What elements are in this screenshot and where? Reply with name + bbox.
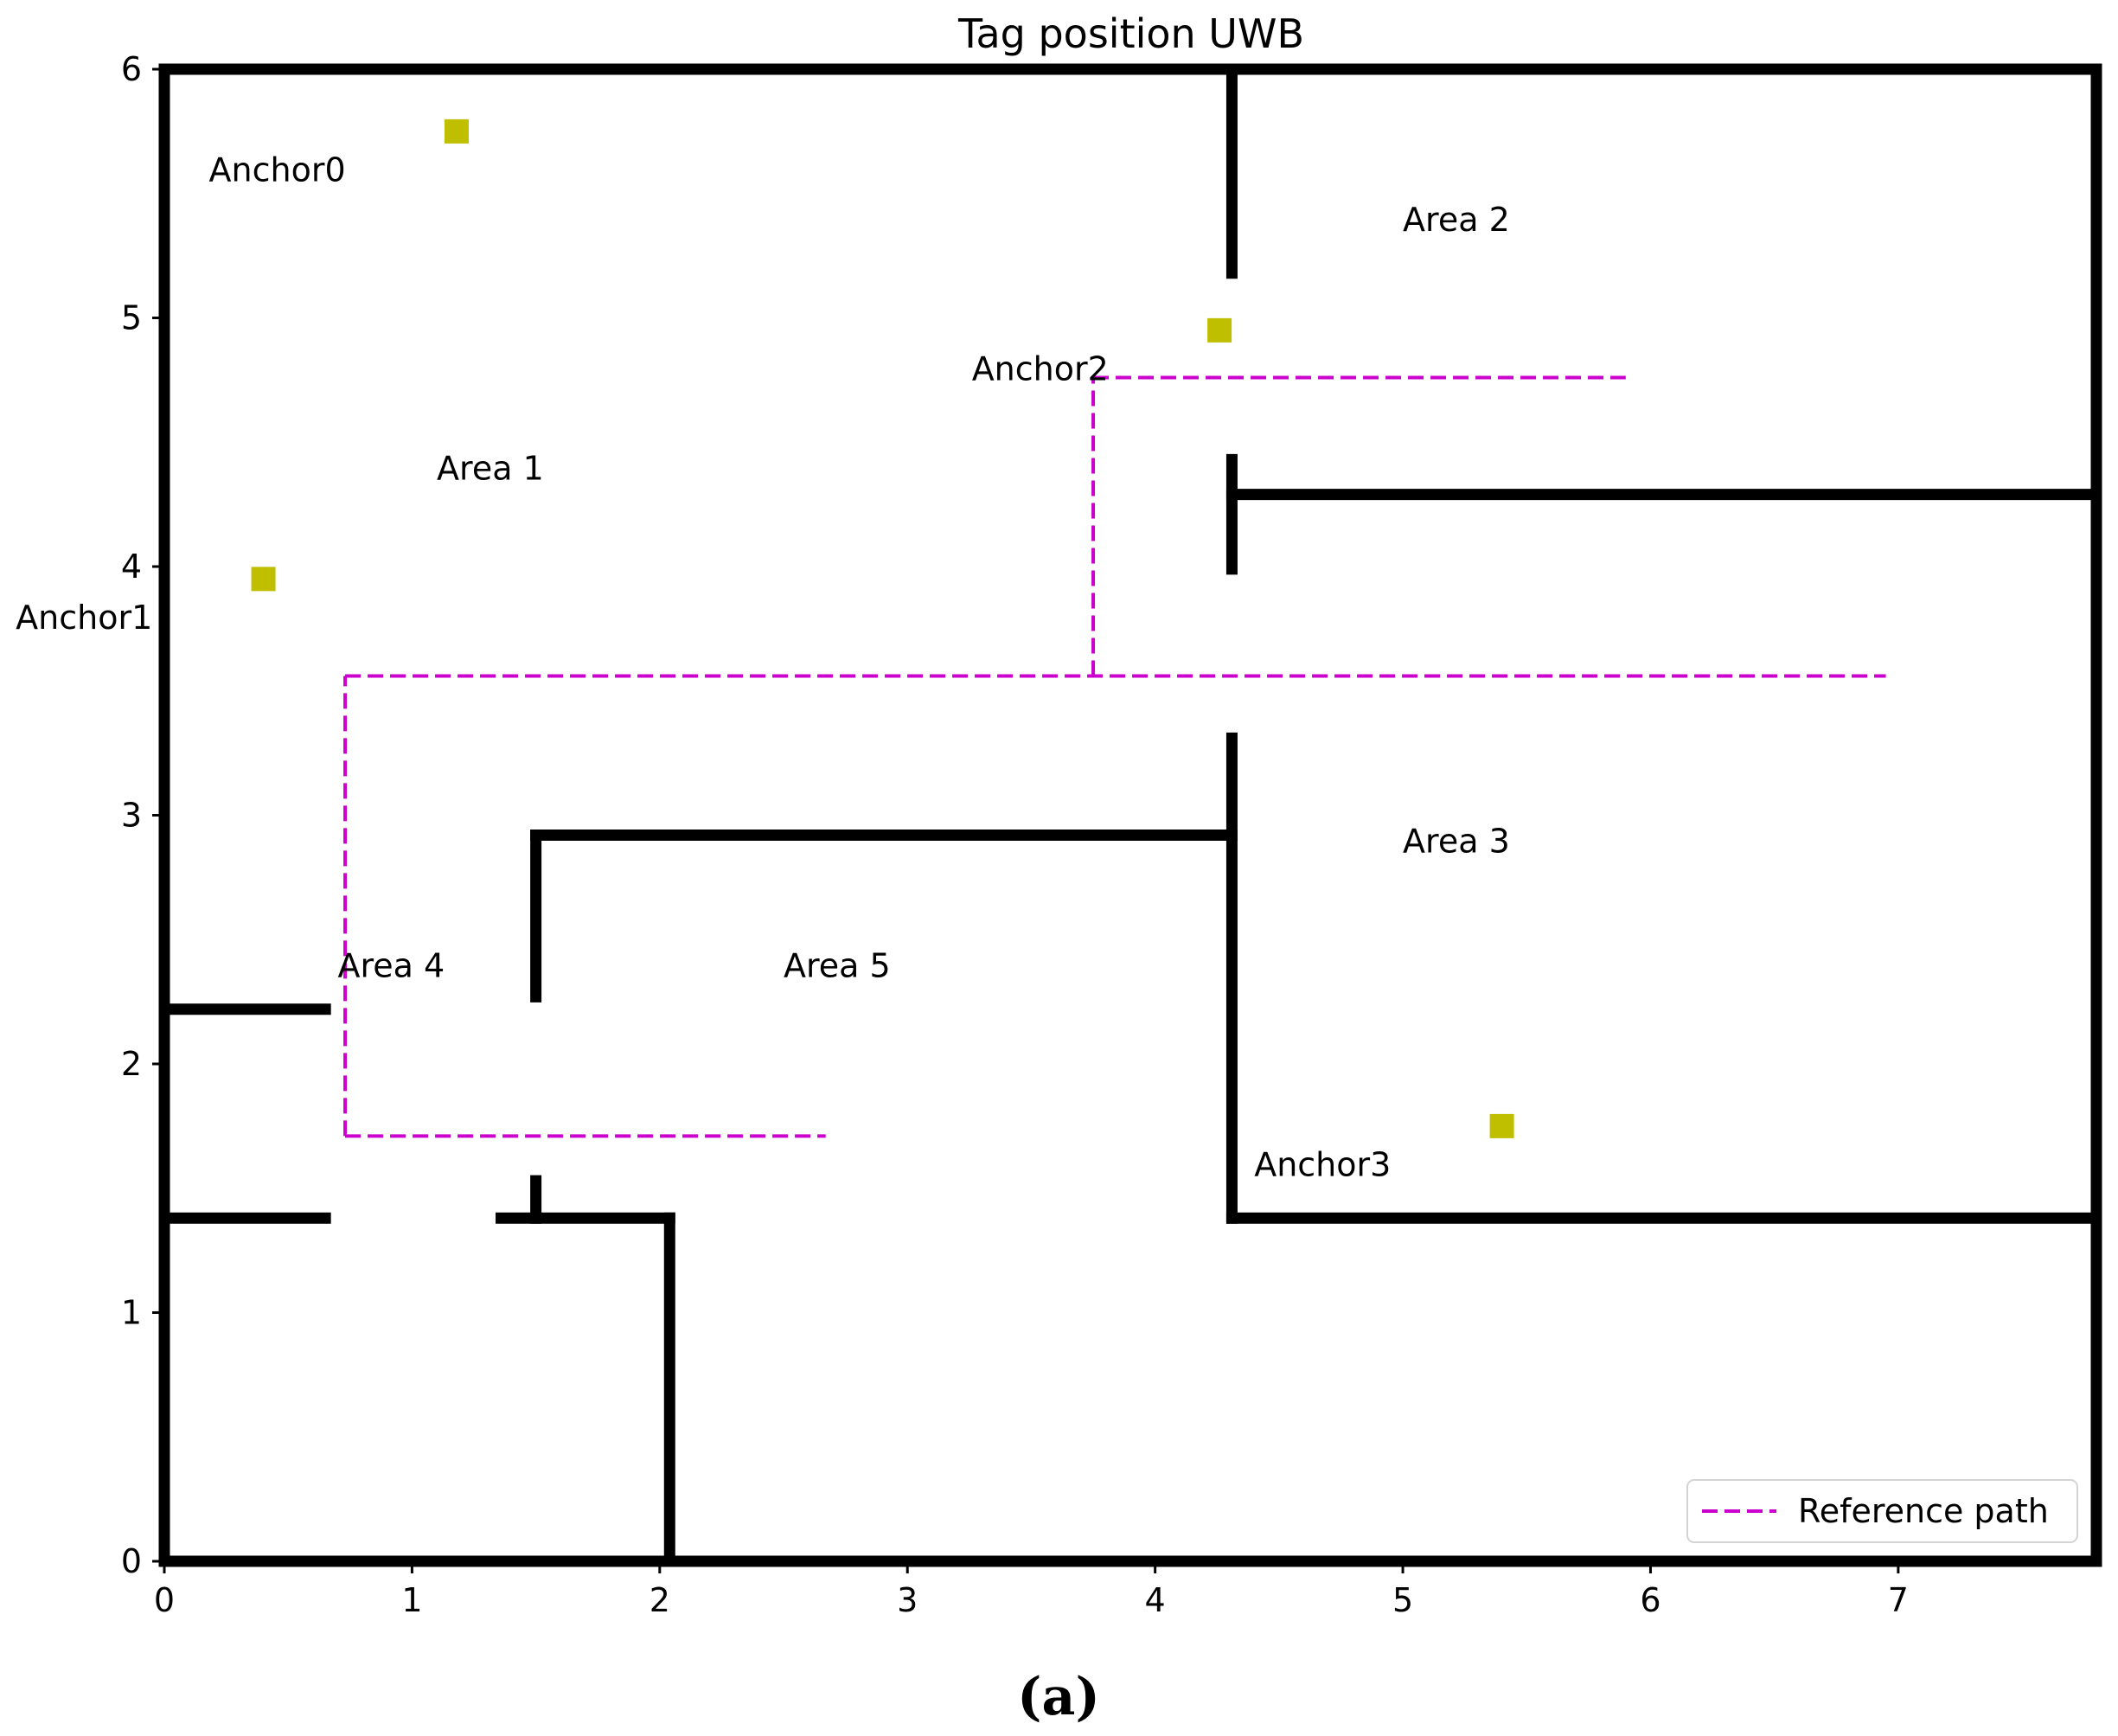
y-tick-label: 3 bbox=[121, 797, 142, 835]
anchor-label: Anchor0 bbox=[209, 151, 346, 189]
reference-path-layer bbox=[343, 375, 1886, 1138]
area-label: Area 5 bbox=[784, 946, 891, 984]
anchor-marker bbox=[1207, 317, 1232, 343]
anchor-label: Anchor2 bbox=[972, 349, 1109, 388]
y-tick-label: 5 bbox=[121, 299, 142, 337]
anchor-label: Anchor1 bbox=[16, 599, 152, 637]
area-label: Area 4 bbox=[337, 946, 445, 984]
x-tick-label: 2 bbox=[649, 1581, 670, 1619]
area-label: Area 2 bbox=[1403, 201, 1510, 239]
y-tick-label: 6 bbox=[121, 50, 142, 88]
legend-label-reference-path: Reference path bbox=[1798, 1492, 2049, 1530]
legend: Reference path bbox=[1686, 1479, 2078, 1543]
x-tick-label: 5 bbox=[1392, 1581, 1413, 1619]
y-tick-label: 2 bbox=[121, 1045, 142, 1083]
area-label: Area 3 bbox=[1403, 823, 1510, 861]
figure-caption: (a) bbox=[1017, 1667, 1100, 1727]
x-tick-label: 4 bbox=[1145, 1581, 1166, 1619]
x-tick-label: 1 bbox=[401, 1581, 422, 1619]
x-tick-label: 7 bbox=[1888, 1581, 1909, 1619]
x-tick-label: 3 bbox=[897, 1581, 918, 1619]
area-label-layer: Area 1 Area 2 Area 3 Area 4 Area 5 bbox=[337, 201, 1509, 985]
chart-title: Tag position UWB bbox=[957, 10, 1304, 57]
y-tick-label: 1 bbox=[121, 1294, 142, 1332]
walls-layer bbox=[158, 63, 2102, 1567]
anchor-marker bbox=[444, 119, 469, 144]
anchor-marker bbox=[251, 567, 276, 592]
y-tick-label: 0 bbox=[121, 1542, 142, 1580]
area-label: Area 1 bbox=[437, 449, 544, 487]
y-tick-label: 4 bbox=[121, 548, 142, 586]
x-tick-label: 0 bbox=[154, 1581, 175, 1619]
x-tick-label: 6 bbox=[1640, 1581, 1660, 1619]
axis-layer: 0 1 2 3 4 5 6 7 0 1 2 3 4 5 6 bbox=[121, 50, 1909, 1619]
legend-frame bbox=[1686, 1479, 2078, 1543]
anchor-marker bbox=[1489, 1113, 1514, 1138]
anchor-label: Anchor3 bbox=[1254, 1145, 1391, 1183]
